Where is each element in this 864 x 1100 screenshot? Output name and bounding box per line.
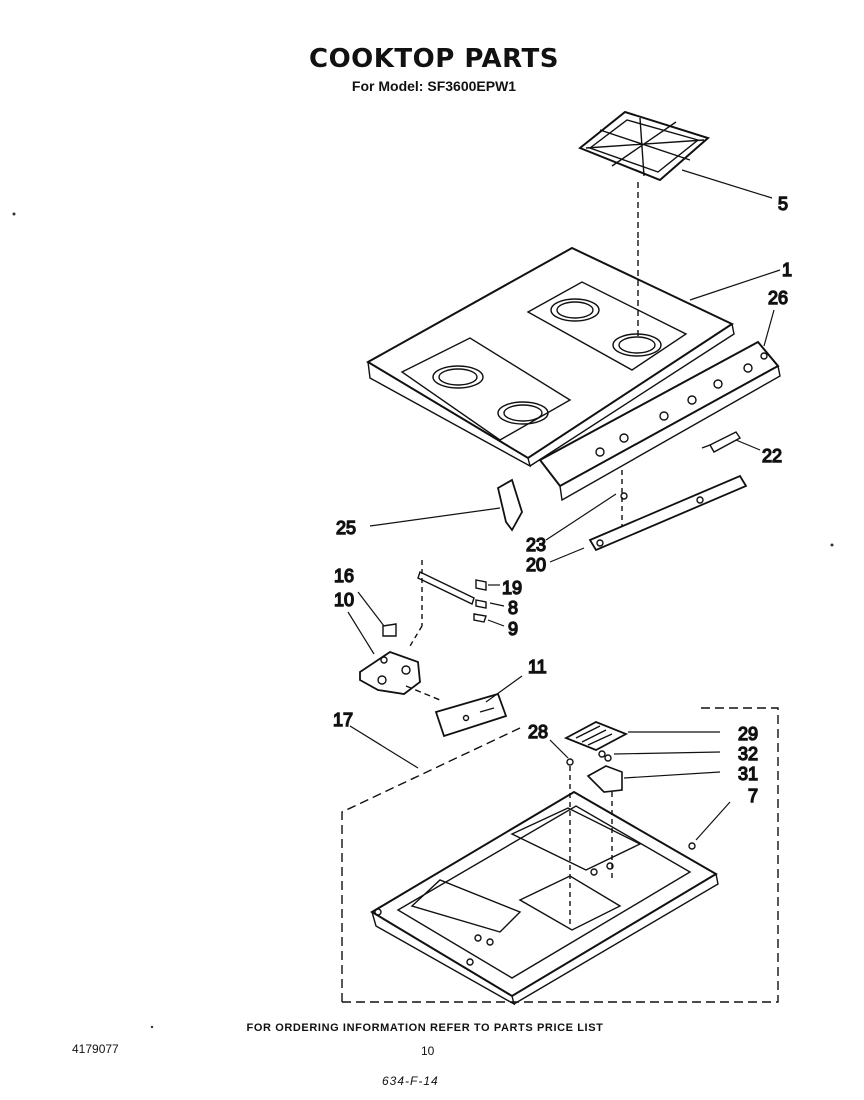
scan-marks xyxy=(12,212,834,1029)
callout-19: 19 xyxy=(502,578,522,598)
part-25-bracket xyxy=(496,478,523,532)
callout-20: 20 xyxy=(526,555,546,575)
callout-25: 25 xyxy=(336,518,356,538)
part-22-clip xyxy=(701,431,742,453)
part-20-rail xyxy=(588,470,748,552)
callout-11: 11 xyxy=(528,657,547,677)
burner-box-fittings xyxy=(563,721,696,926)
part-11-plate xyxy=(434,692,508,738)
part-17-boundary xyxy=(341,707,779,1003)
manifold-panel xyxy=(538,340,781,502)
page-title: COOKTOP PARTS xyxy=(309,44,559,74)
cooktop-top-panel xyxy=(366,240,735,468)
callout-8: 8 xyxy=(508,598,518,618)
model-label: For Model: SF3600EPW1 xyxy=(351,78,517,94)
callout-5: 5 xyxy=(778,194,788,214)
valve-assembly xyxy=(359,560,487,701)
callout-28: 28 xyxy=(528,722,548,742)
callout-31: 31 xyxy=(738,764,758,784)
page-number: 10 xyxy=(421,1044,435,1058)
callout-9: 9 xyxy=(508,619,518,639)
document-number: 4179077 xyxy=(72,1042,119,1056)
burner-box-tub xyxy=(370,790,719,1006)
callout-22: 22 xyxy=(762,446,782,466)
callout-23: 23 xyxy=(526,535,546,555)
callout-1: 1 xyxy=(782,260,792,280)
callout-10: 10 xyxy=(334,590,354,610)
callout-32: 32 xyxy=(738,744,758,764)
burner-grate xyxy=(578,110,711,240)
leader-lines xyxy=(347,169,781,841)
callout-29: 29 xyxy=(738,724,758,744)
callout-17: 17 xyxy=(333,710,353,730)
callout-26: 26 xyxy=(768,288,788,308)
ordering-info-note: FOR ORDERING INFORMATION REFER TO PARTS … xyxy=(246,1022,604,1034)
handwritten-code: 634-F-14 xyxy=(382,1074,439,1088)
callout-16: 16 xyxy=(334,566,354,586)
callout-7: 7 xyxy=(748,786,758,806)
